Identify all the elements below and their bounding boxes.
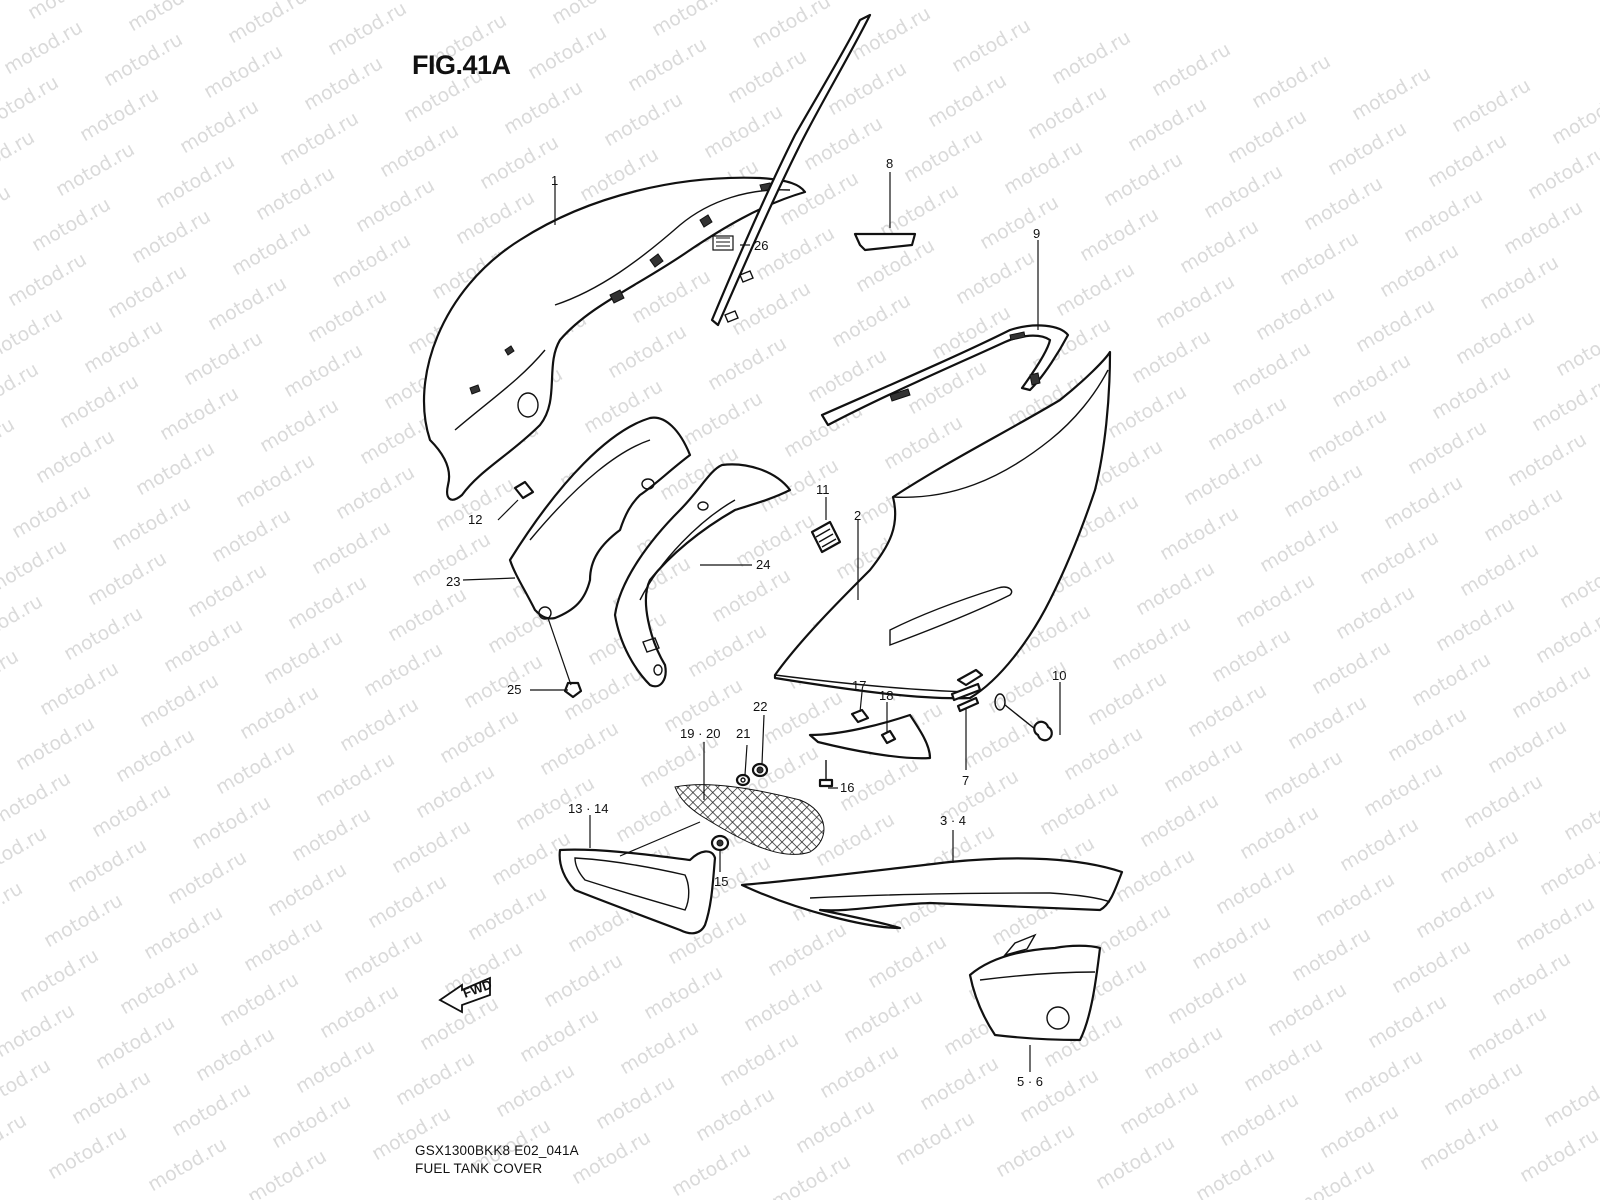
callout-19-20: 19 · 20 — [680, 726, 720, 741]
fwd-arrow: FWD — [438, 977, 494, 1014]
callout-9: 9 — [1033, 226, 1040, 241]
figure-caption-block: GSX1300BKK8 E02_041A FUEL TANK COVER — [415, 1142, 579, 1178]
callout-17: 17 — [852, 678, 866, 693]
callout-11: 11 — [816, 482, 830, 497]
callout-25: 25 — [507, 682, 521, 697]
callout-26: 26 — [754, 238, 768, 253]
callout-7: 7 — [962, 773, 969, 788]
part-11-bracket[interactable] — [810, 520, 842, 554]
callout-13-14: 13 · 14 — [568, 801, 608, 816]
part-22-grommet[interactable] — [751, 762, 769, 778]
part-15-grommet[interactable] — [710, 834, 730, 852]
caption-title: FUEL TANK COVER — [415, 1161, 543, 1176]
part-8-rail[interactable] — [710, 13, 917, 327]
model-code: GSX1300BKK8 E02_041A — [415, 1143, 579, 1158]
part-2-side-cover[interactable] — [773, 350, 1112, 700]
part-24-inner-frame[interactable] — [613, 463, 792, 688]
part-1-tank-cover-upper[interactable] — [422, 176, 807, 501]
callout-24: 24 — [756, 557, 770, 572]
callout-3-4: 3 · 4 — [940, 813, 966, 828]
leader-lines — [462, 172, 1061, 1072]
callout-21: 21 — [736, 726, 750, 741]
part-23-inner-panel[interactable] — [508, 416, 692, 620]
callout-15: 15 — [714, 874, 728, 889]
callout-22: 22 — [753, 699, 767, 714]
callout-1: 1 — [551, 173, 558, 188]
part-7-emblem[interactable] — [950, 668, 984, 713]
callout-23: 23 — [446, 574, 460, 589]
part-10-bolt[interactable] — [994, 693, 1053, 742]
callout-2: 2 — [854, 508, 861, 523]
callout-18: 18 — [879, 688, 893, 703]
part-9-rail[interactable] — [820, 324, 1070, 427]
callout-10: 10 — [1052, 668, 1066, 683]
part-3-4-decal[interactable] — [740, 857, 1124, 930]
part-21-washer[interactable] — [735, 773, 751, 787]
part-19-20-mesh[interactable] — [674, 784, 825, 855]
callout-labels: 1 2 3 · 4 5 · 6 7 8 9 10 11 12 13 · 14 1… — [446, 156, 1066, 1089]
figure-title: FIG.41A — [412, 50, 511, 80]
lower-bracket[interactable] — [808, 708, 932, 760]
callout-16: 16 — [840, 780, 854, 795]
part-13-14-trim[interactable] — [558, 848, 717, 935]
callout-12: 12 — [468, 512, 482, 527]
part-16-screw[interactable] — [818, 760, 834, 788]
part-12-clip[interactable] — [513, 480, 535, 500]
callout-8: 8 — [886, 156, 893, 171]
part-5-6-side-decal[interactable] — [968, 933, 1102, 1042]
callout-5-6: 5 · 6 — [1017, 1074, 1043, 1089]
part-26-pad[interactable] — [712, 235, 734, 251]
